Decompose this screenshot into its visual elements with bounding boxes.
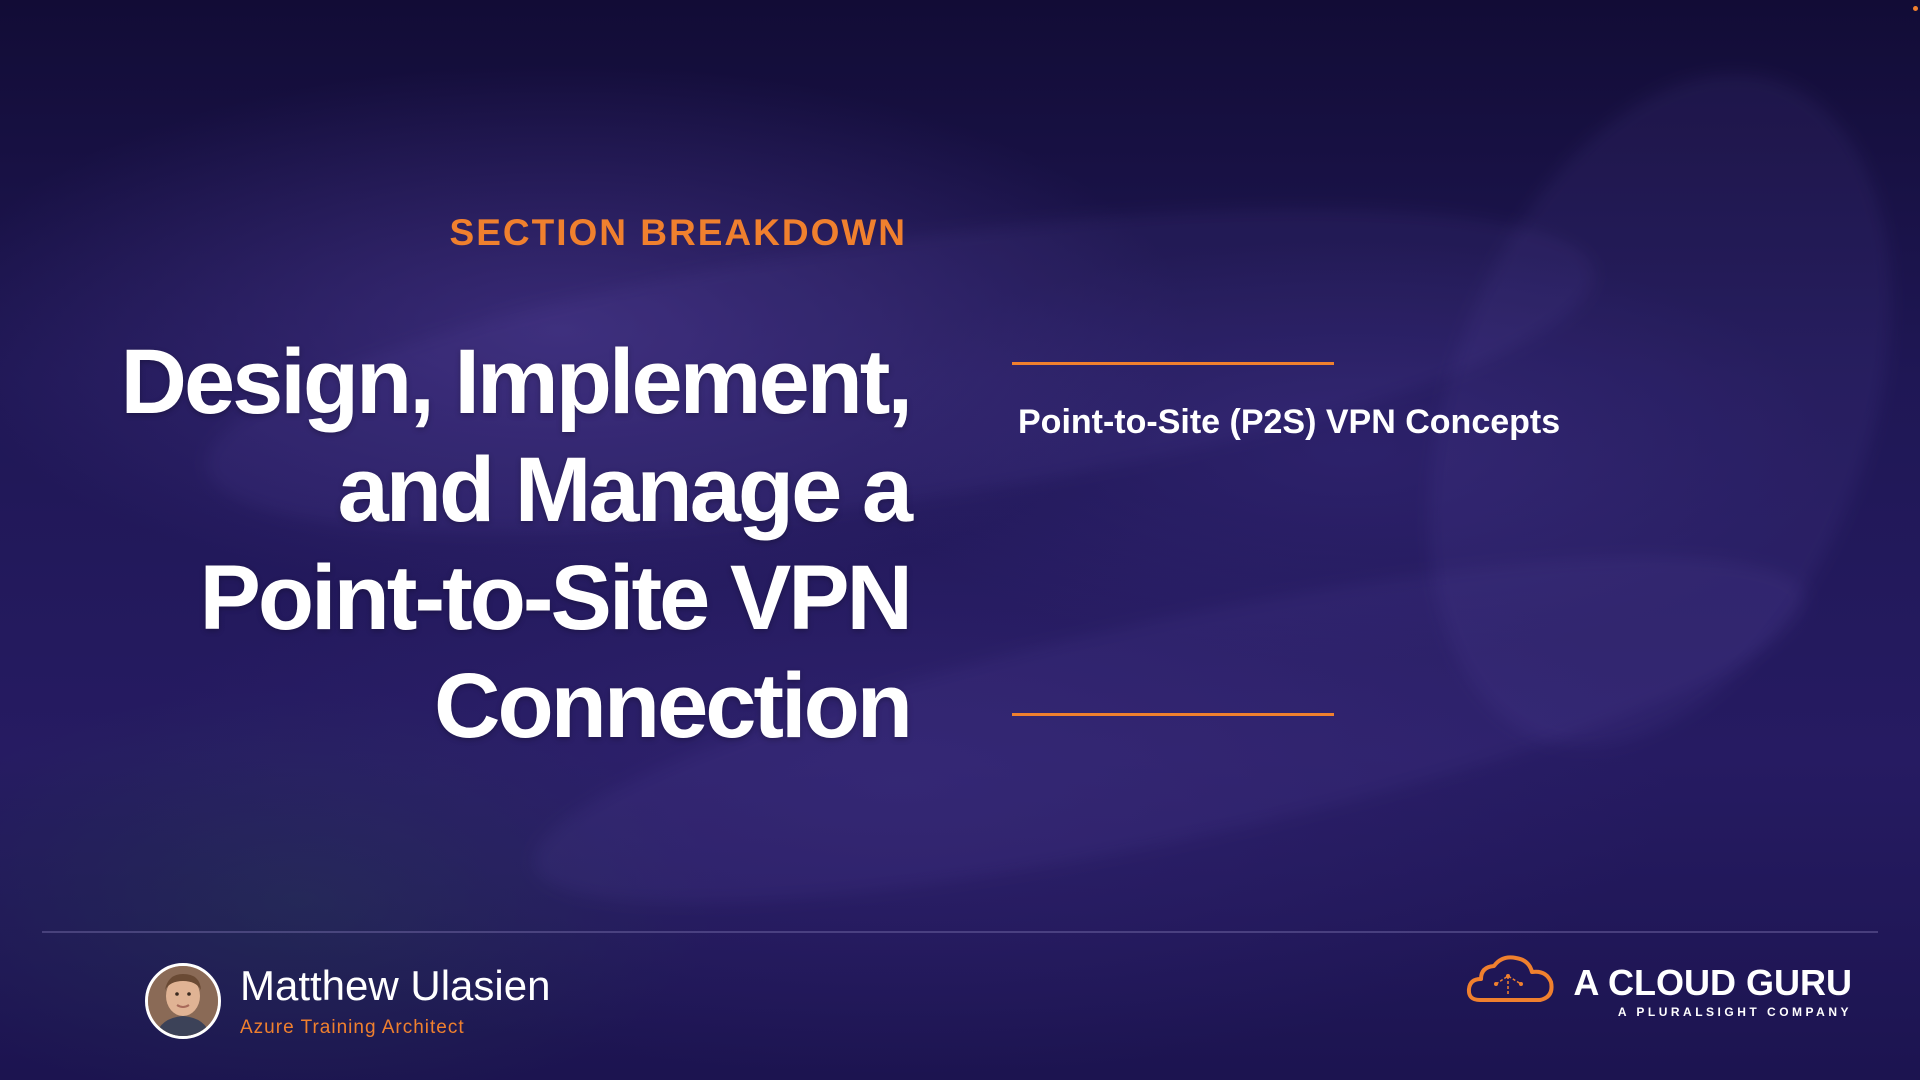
presenter-name: Matthew Ulasien	[240, 962, 551, 1009]
presenter-role: Azure Training Architect	[240, 1017, 465, 1038]
brand-tagline: A PLURALSIGHT COMPANY	[1617, 1005, 1852, 1019]
topic-item: Point-to-Site (P2S) VPN Concepts	[1018, 403, 1561, 441]
topic-divider-top	[1012, 362, 1334, 365]
presenter-avatar	[145, 963, 221, 1039]
cloud-logo-icon	[1466, 955, 1554, 1002]
title-line: Design, Implement,	[120, 331, 914, 433]
brand-name: A CLOUD GURU	[1573, 962, 1852, 1003]
avatar-photo-icon	[148, 966, 218, 1036]
corner-indicator	[1913, 6, 1918, 11]
title-line: and Manage a	[337, 439, 913, 541]
section-label: SECTION BREAKDOWN	[449, 212, 907, 253]
topic-divider-bottom	[1012, 713, 1334, 716]
slide-title: Design, Implement, and Manage a Point-to…	[10, 328, 914, 760]
footer-divider	[42, 931, 1878, 933]
title-line: Connection	[434, 655, 913, 757]
title-line: Point-to-Site VPN	[199, 547, 913, 649]
